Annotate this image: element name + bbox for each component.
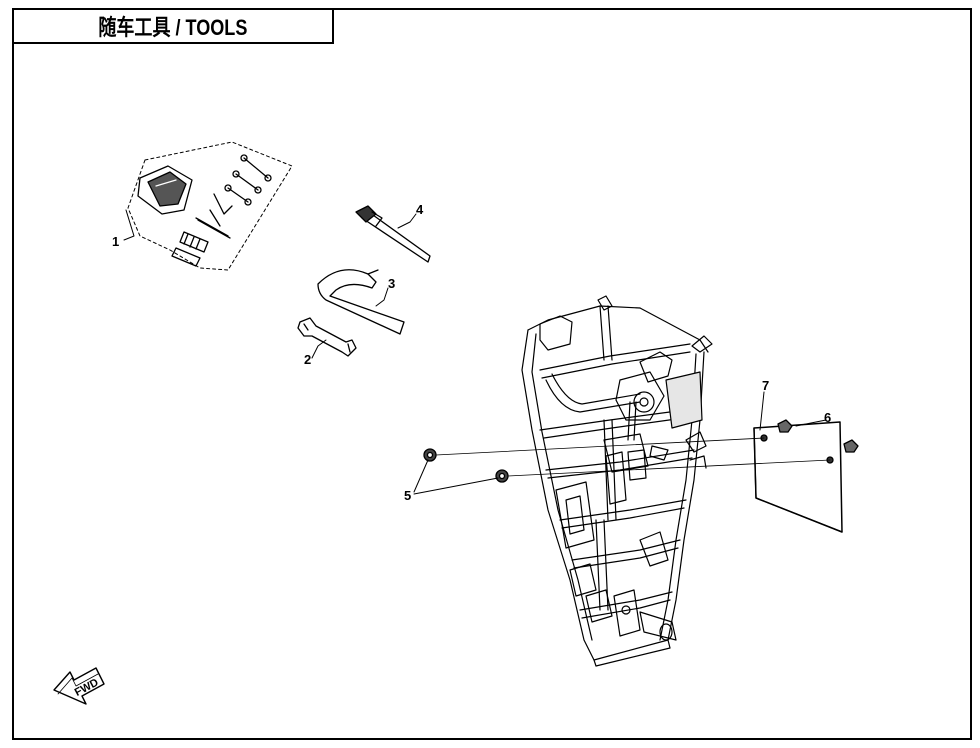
screwdriver-icon xyxy=(195,217,231,239)
forward-arrow-icon: FWD xyxy=(53,667,105,705)
nut-lower-icon xyxy=(495,469,509,483)
socket-icon xyxy=(179,231,209,253)
leader-lines xyxy=(123,209,827,495)
callout-6: 6 xyxy=(824,410,831,425)
leader-5b xyxy=(413,477,499,495)
leader-2 xyxy=(311,339,327,359)
alignment-lines xyxy=(435,437,831,477)
leader-6 xyxy=(795,419,827,427)
plate-icon xyxy=(753,421,843,533)
socket-small-icon xyxy=(171,247,201,267)
leader-1 xyxy=(123,209,135,241)
drawing-frame xyxy=(12,8,972,740)
allen-key-icons xyxy=(209,193,233,227)
double-wrench-icon xyxy=(297,317,357,357)
tool-pouch-icon xyxy=(137,165,193,215)
tool-kit-group xyxy=(127,141,293,271)
callout-4: 4 xyxy=(416,202,424,217)
leader-3 xyxy=(375,287,389,307)
tool-kit-outline xyxy=(127,141,293,271)
small-wrench-icons xyxy=(224,154,272,206)
title-box: 随车工具 / TOOLS xyxy=(12,8,334,44)
vehicle-frame-icon xyxy=(521,295,713,667)
page-title: 随车工具 / TOOLS xyxy=(98,15,248,40)
leader-5a xyxy=(413,459,429,493)
callout-7: 7 xyxy=(762,378,769,393)
callout-5: 5 xyxy=(404,488,411,503)
callout-3: 3 xyxy=(388,276,395,291)
callout-1: 1 xyxy=(112,234,119,249)
hook-spanner-icon xyxy=(317,269,405,335)
nut-upper-icon xyxy=(423,448,437,462)
callout-2: 2 xyxy=(304,352,311,367)
bolt-upper-icon xyxy=(777,419,793,433)
leader-4 xyxy=(397,213,417,229)
socket-bar-icon xyxy=(355,205,431,263)
bolt-lower-icon xyxy=(843,439,859,453)
leader-7 xyxy=(759,391,765,431)
